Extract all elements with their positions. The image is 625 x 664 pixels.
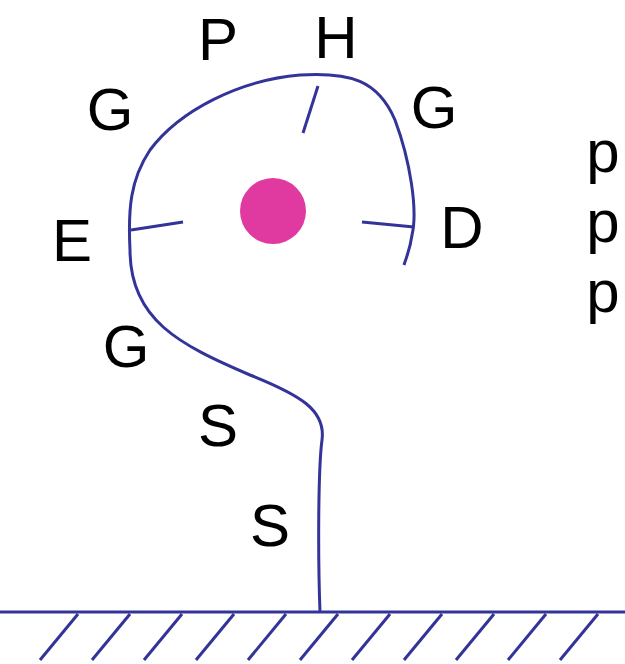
surface: [0, 612, 625, 660]
metal-ion: [240, 178, 306, 244]
residue-letter: D: [440, 198, 483, 258]
residue-letter: p: [586, 122, 619, 182]
peptide-chain: [129, 74, 414, 612]
coordination-bond: [303, 86, 318, 133]
residue-letter: P: [198, 10, 238, 70]
coordination-bond: [131, 222, 183, 230]
coordination-bond: [362, 222, 414, 227]
residue-letter: p: [586, 192, 619, 252]
residue-letter: G: [103, 317, 150, 377]
residue-letter: S: [198, 396, 238, 456]
residue-letter: G: [411, 78, 458, 138]
residue-letter: H: [314, 8, 357, 68]
residue-letter: E: [52, 211, 92, 271]
residue-letter: G: [87, 80, 134, 140]
residue-letter: S: [250, 496, 290, 556]
residue-letter: p: [586, 262, 619, 322]
